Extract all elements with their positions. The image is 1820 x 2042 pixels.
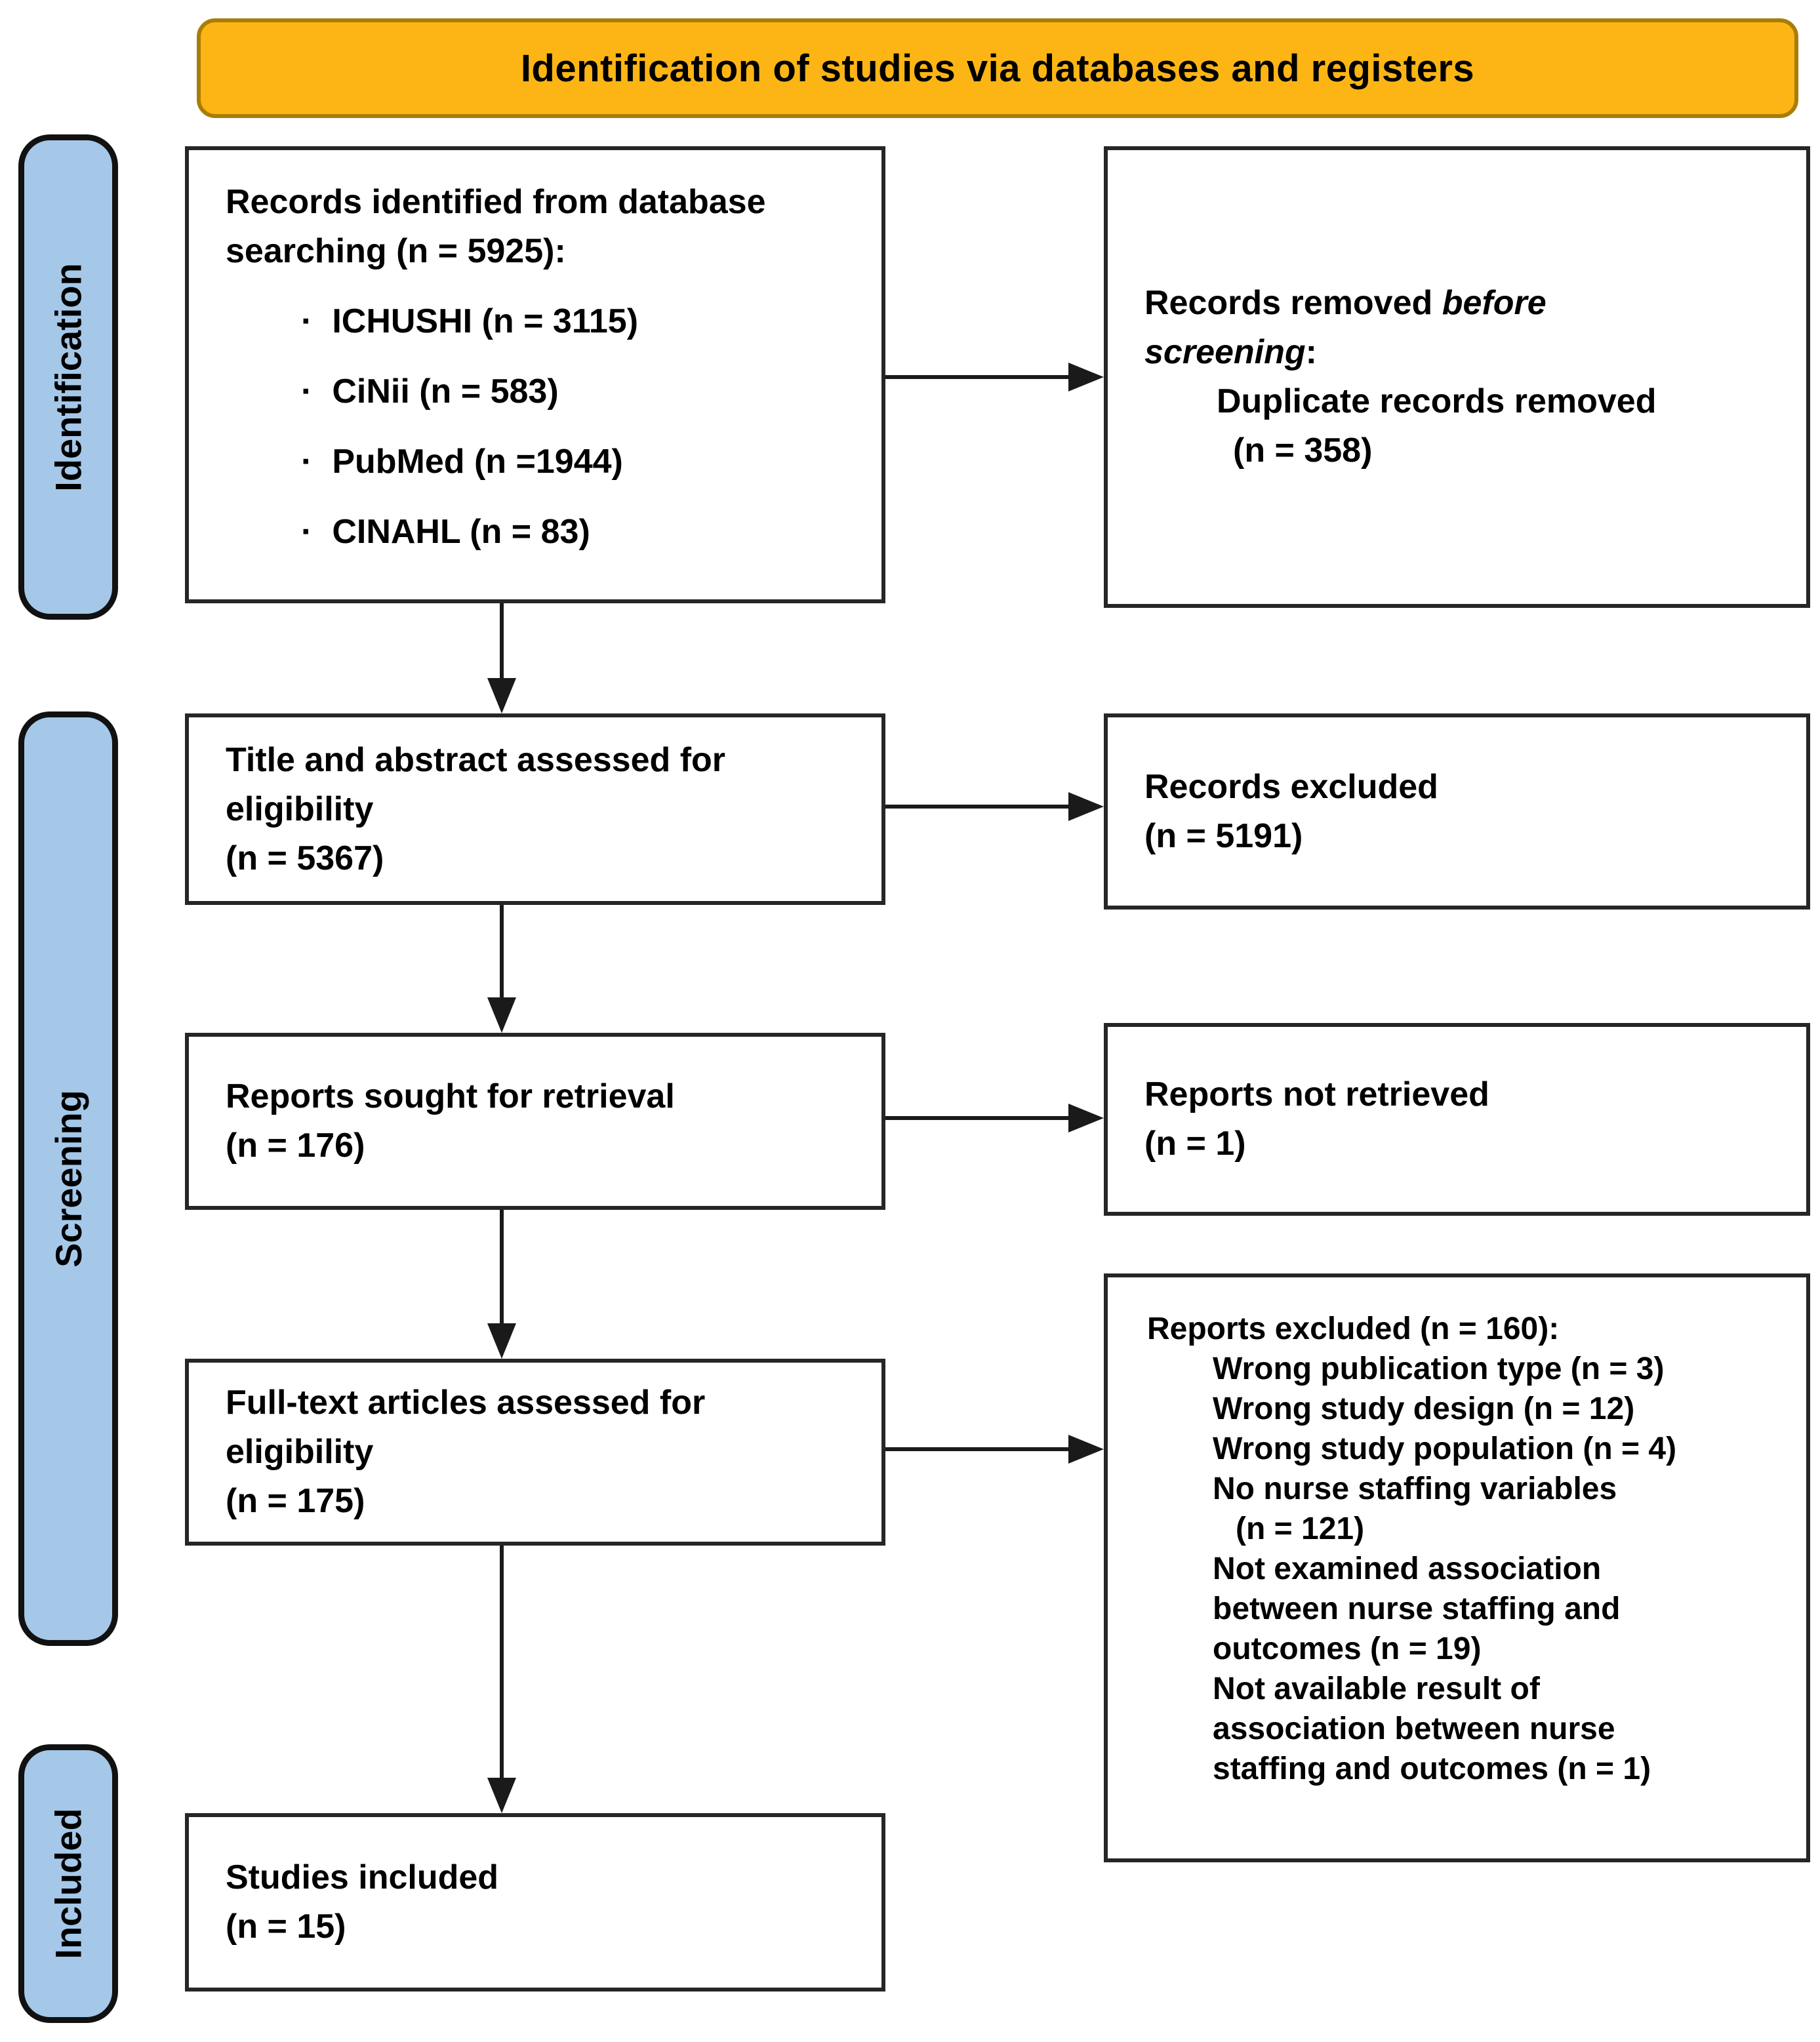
arrow-line — [500, 603, 504, 678]
arrow-head-down-icon — [487, 997, 516, 1033]
records-identified-title: Records identified from database searchi… — [226, 183, 766, 270]
exclusion-reason: staffing and outcomes (n = 1) — [1213, 1752, 1651, 1786]
reports-not-retrieved-n: (n = 1) — [1144, 1125, 1246, 1163]
box-studies-included: Studies included (n = 15) — [185, 1813, 885, 1992]
arrow-down-title-abstract-to-reports-sought — [487, 905, 516, 1033]
database-label: CiNii (n = 583) — [332, 372, 559, 410]
bullet-dot: · — [301, 443, 313, 481]
reports-sought-n: (n = 176) — [226, 1127, 365, 1165]
banner-title: Identification of studies via databases … — [520, 47, 1475, 90]
stage-included-label: Included — [47, 1808, 89, 1959]
arrow-line — [500, 1546, 504, 1778]
bullet-dot: · — [301, 513, 313, 551]
box-reports-excluded: Reports excluded (n = 160): Wrong public… — [1104, 1273, 1810, 1862]
reports-not-retrieved-text: Reports not retrieved — [1144, 1075, 1489, 1113]
stage-screening: Screening — [18, 711, 118, 1646]
arrow-head-down-icon — [487, 1323, 516, 1359]
stage-identification: Identification — [18, 134, 118, 620]
exclusion-reason: Wrong study population (n = 4) — [1213, 1431, 1677, 1466]
box-fulltext-assessed: Full-text articles assessed for eligibil… — [185, 1359, 885, 1546]
stage-identification-label: Identification — [47, 262, 89, 492]
database-label: CINAHL (n = 83) — [332, 513, 590, 551]
stage-screening-label: Screening — [47, 1090, 89, 1268]
arrow-down-reports-sought-to-fulltext — [487, 1210, 516, 1359]
arrow-line — [885, 1116, 1068, 1120]
fulltext-assessed-n: (n = 175) — [226, 1482, 365, 1520]
records-excluded-text: Records excluded — [1144, 767, 1438, 806]
database-item: · CiNii (n = 583) — [226, 367, 864, 416]
box-reports-not-retrieved: Reports not retrieved (n = 1) — [1104, 1023, 1810, 1216]
records-removed-detail-n: (n = 358) — [1233, 431, 1373, 470]
arrow-line — [885, 805, 1068, 809]
arrow-head-right-icon — [1068, 363, 1104, 391]
arrow-line — [500, 1210, 504, 1323]
arrow-head-right-icon — [1068, 1435, 1104, 1464]
arrow-right-fulltext-to-reports-excluded — [885, 1435, 1104, 1464]
box-records-removed: Records removed before screening: Duplic… — [1104, 146, 1810, 608]
arrow-down-fulltext-to-studies-included — [487, 1546, 516, 1813]
database-item: · CINAHL (n = 83) — [226, 508, 864, 557]
stage-included: Included — [18, 1744, 118, 2023]
records-removed-emphasis: before screening — [1144, 284, 1547, 371]
reports-sought-text: Reports sought for retrieval — [226, 1077, 675, 1115]
bullet-dot: · — [301, 372, 313, 410]
exclusion-reason: outcomes (n = 19) — [1213, 1632, 1482, 1666]
box-records-identified: Records identified from database searchi… — [185, 146, 885, 603]
arrow-right-identified-to-records-removed — [885, 363, 1104, 391]
database-item: · ICHUSHI (n = 3115) — [226, 297, 864, 346]
arrow-head-right-icon — [1068, 1104, 1104, 1132]
exclusion-reason: Not available result of — [1213, 1672, 1540, 1706]
arrow-right-reports-sought-to-not-retrieved — [885, 1104, 1104, 1132]
records-excluded-n: (n = 5191) — [1144, 816, 1303, 855]
records-removed-text: Records removed before screening: — [1144, 279, 1617, 377]
arrow-head-down-icon — [487, 678, 516, 713]
arrow-line — [885, 375, 1068, 379]
exclusion-reason: No nurse staffing variables — [1213, 1471, 1617, 1506]
bullet-dot: · — [301, 302, 313, 340]
exclusion-reason-n: (n = 121) — [1236, 1511, 1365, 1546]
box-records-excluded: Records excluded (n = 5191) — [1104, 713, 1810, 910]
studies-included-text: Studies included — [226, 1858, 499, 1896]
records-removed-suffix: : — [1305, 333, 1317, 371]
records-removed-prefix: Records removed — [1144, 284, 1442, 322]
reports-excluded-title: Reports excluded (n = 160): — [1147, 1311, 1560, 1346]
exclusion-reason: Wrong publication type (n = 3) — [1213, 1351, 1665, 1386]
arrow-head-down-icon — [487, 1778, 516, 1813]
exclusion-reason: association between nurse — [1213, 1712, 1615, 1746]
title-abstract-text: Title and abstract assessed for eligibil… — [226, 740, 726, 828]
box-title-abstract-assessed: Title and abstract assessed for eligibil… — [185, 713, 885, 905]
box-reports-sought: Reports sought for retrieval (n = 176) — [185, 1033, 885, 1210]
fulltext-assessed-text: Full-text articles assessed for eligibil… — [226, 1384, 706, 1471]
studies-included-n: (n = 15) — [226, 1908, 346, 1946]
exclusion-reason: Wrong study design (n = 12) — [1213, 1391, 1635, 1426]
arrow-head-right-icon — [1068, 792, 1104, 821]
title-abstract-n: (n = 5367) — [226, 839, 384, 877]
arrow-line — [500, 905, 504, 997]
exclusion-reason: Not examined association — [1213, 1552, 1602, 1586]
database-label: PubMed (n =1944) — [332, 443, 623, 481]
arrow-line — [885, 1447, 1068, 1451]
exclusion-reason: between nurse staffing and — [1213, 1592, 1621, 1626]
banner: Identification of studies via databases … — [197, 18, 1798, 118]
arrow-down-identified-to-title-abstract — [487, 603, 516, 713]
records-removed-detail: Duplicate records removed — [1217, 382, 1657, 420]
database-label: ICHUSHI (n = 3115) — [332, 302, 639, 340]
arrow-right-title-abstract-to-records-excluded — [885, 792, 1104, 821]
database-item: · PubMed (n =1944) — [226, 437, 864, 487]
